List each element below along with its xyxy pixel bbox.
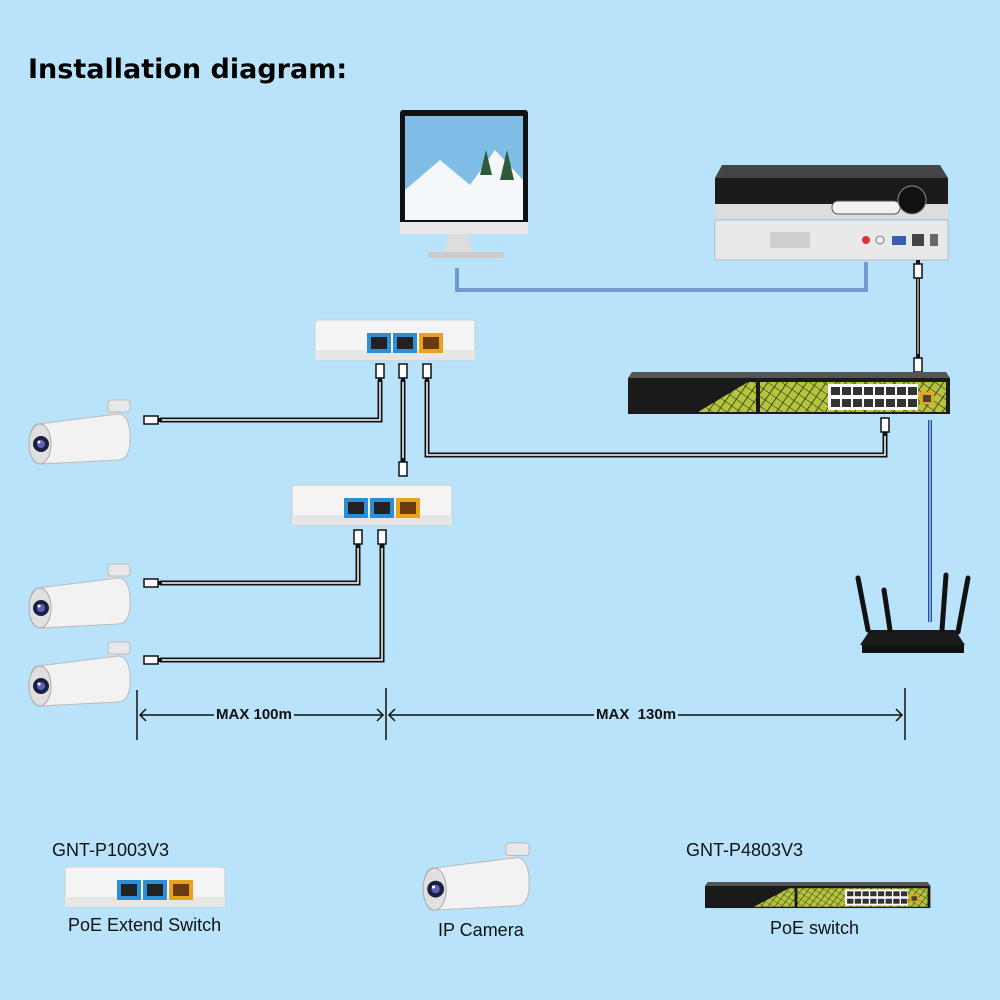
distance-label-100m: MAX 100m	[214, 706, 294, 723]
legend-camera-image	[422, 842, 530, 911]
poe-switch	[628, 372, 950, 414]
cable-nvr-switch	[913, 259, 923, 373]
poe-extender-2	[291, 484, 453, 526]
monitor	[400, 110, 528, 258]
nvr-recorder	[714, 165, 949, 261]
ip-camera-2	[28, 563, 131, 629]
camera-name: IP Camera	[438, 920, 524, 940]
hdmi-cable-core	[456, 262, 867, 291]
poe-extender-1	[314, 319, 476, 361]
page-title: Installation diagram:	[28, 54, 348, 85]
legend-switch-image	[705, 882, 931, 909]
switch-model: GNT-P4803V3	[686, 840, 804, 860]
router	[855, 572, 971, 653]
distance-label-130m: MAX 130m	[594, 706, 679, 723]
extender-model: GNT-P1003V3	[52, 840, 170, 860]
switch-name: PoE switch	[770, 918, 860, 938]
hdmi-cable	[455, 262, 868, 292]
extender-name: PoE Extend Switch	[68, 915, 222, 935]
ethernet-cables	[160, 380, 888, 663]
legend-extender-image	[64, 866, 226, 908]
ip-camera-3	[28, 641, 131, 707]
ip-camera-1	[28, 399, 131, 465]
